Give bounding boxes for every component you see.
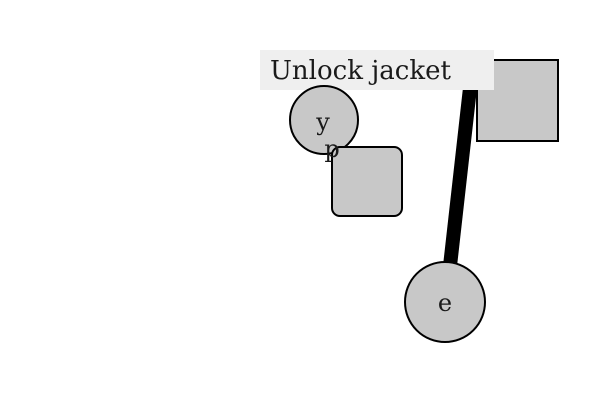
title-text: Unlock jacket: [270, 56, 451, 86]
connector-line: [443, 87, 477, 267]
square-middle-label: p: [324, 135, 339, 163]
circle-top[interactable]: [289, 85, 359, 155]
circle-top-label: y: [315, 108, 330, 136]
square-middle[interactable]: [331, 146, 403, 217]
circle-bottom-label: e: [438, 289, 452, 317]
circle-bottom[interactable]: [404, 261, 486, 343]
title-bar-bg: [260, 50, 494, 90]
